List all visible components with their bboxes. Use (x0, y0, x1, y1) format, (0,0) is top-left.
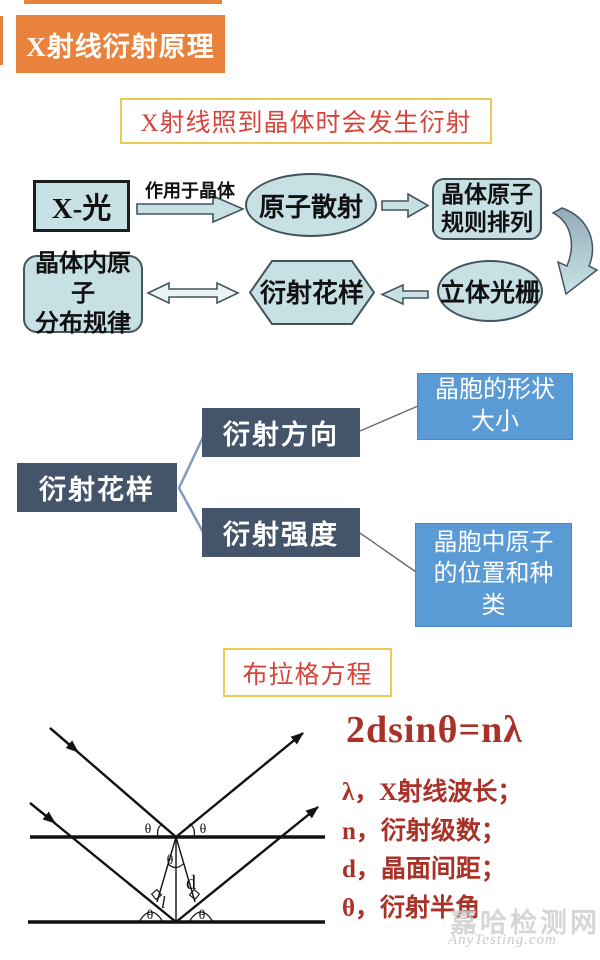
flow-node-grating-label: 立体光栅 (439, 280, 540, 307)
bragg-equation: 2dsinθ=nλ (346, 709, 523, 751)
watermark-name: 嘉哈检测网 (450, 908, 600, 938)
flow-node-crystal-distribution: 晶体内原子 分布规律 (23, 251, 143, 337)
flow-node-grating: 立体光栅 (437, 260, 543, 322)
flow-node-crystal-regular: 晶体原子 规则排列 (432, 178, 542, 240)
bragg-diagram (28, 727, 325, 924)
leaf-direction-box: 晶胞的形状 大小 (417, 373, 573, 440)
connector-direction-leaf (359, 405, 419, 432)
intro-banner: X射线照到晶体时会发生衍射 (120, 98, 492, 144)
svg-text:θ: θ (167, 853, 174, 868)
leaf-intensity-box: 晶胞中原子 的位置和种 类 (415, 523, 572, 627)
flow-node-xray: X-光 (33, 180, 130, 232)
svg-text:d: d (186, 872, 196, 894)
arrow-scatter-to-regular-icon (381, 192, 430, 219)
tree-root-box: 衍射花样 (17, 463, 177, 512)
watermark-site: AnyTesting.com (448, 932, 557, 948)
bragg-banner: 布拉格方程 (223, 648, 392, 697)
definition-d: d，晶面间距； (342, 856, 506, 883)
flow-arrow1-label: 作用于晶体 (145, 181, 235, 201)
arrow-grating-to-pattern-icon (380, 283, 429, 306)
page-title: X射线衍射原理 (16, 15, 225, 73)
left-orange-sliver (0, 16, 3, 65)
bragg-definitions: λ，X射线波长； n，衍射级数； d，晶面间距； θ，衍射半角 (342, 774, 522, 928)
svg-text:θ: θ (147, 908, 154, 923)
flow-node-diffraction-pattern-label: 衍射花样 (260, 278, 364, 308)
bragg-diagram-labels: θ θ θ θ θ d l (145, 822, 207, 923)
tree-bracket-connector (177, 434, 206, 535)
top-orange-rule (24, 0, 222, 4)
tree-branch-direction-box: 衍射方向 (202, 408, 360, 457)
flow-node-xray-label: X-光 (51, 193, 112, 225)
page-title-label: X射线衍射原理 (26, 31, 215, 62)
intro-banner-label: X射线照到晶体时会发生衍射 (140, 110, 472, 137)
tree-branch-direction-label: 衍射方向 (223, 420, 339, 450)
svg-text:θ: θ (145, 822, 152, 837)
tree-branch-intensity-label: 衍射强度 (223, 520, 339, 550)
tree-root-label: 衍射花样 (39, 475, 155, 505)
flow-node-atom-scatter-label: 原子散射 (258, 192, 363, 222)
definition-lambda: λ，X射线波长； (342, 779, 523, 806)
bragg-banner-label: 布拉格方程 (242, 661, 373, 689)
arrow-xray-to-scatter-icon (136, 194, 246, 224)
definition-theta: θ，衍射半角 (342, 894, 481, 922)
curved-arrow-icon (551, 207, 599, 296)
svg-text:θ: θ (200, 822, 207, 837)
svg-text:l: l (161, 893, 166, 912)
connector-intensity-leaf (359, 532, 417, 573)
svg-text:θ: θ (199, 908, 206, 923)
arrow-dist-pattern-double-icon (146, 281, 240, 305)
flow-node-atom-scatter: 原子散射 (245, 173, 377, 237)
definition-n: n，衍射级数； (342, 817, 506, 845)
tree-branch-intensity-box: 衍射强度 (202, 508, 360, 557)
flow-node-diffraction-pattern: 衍射花样 (248, 260, 376, 325)
